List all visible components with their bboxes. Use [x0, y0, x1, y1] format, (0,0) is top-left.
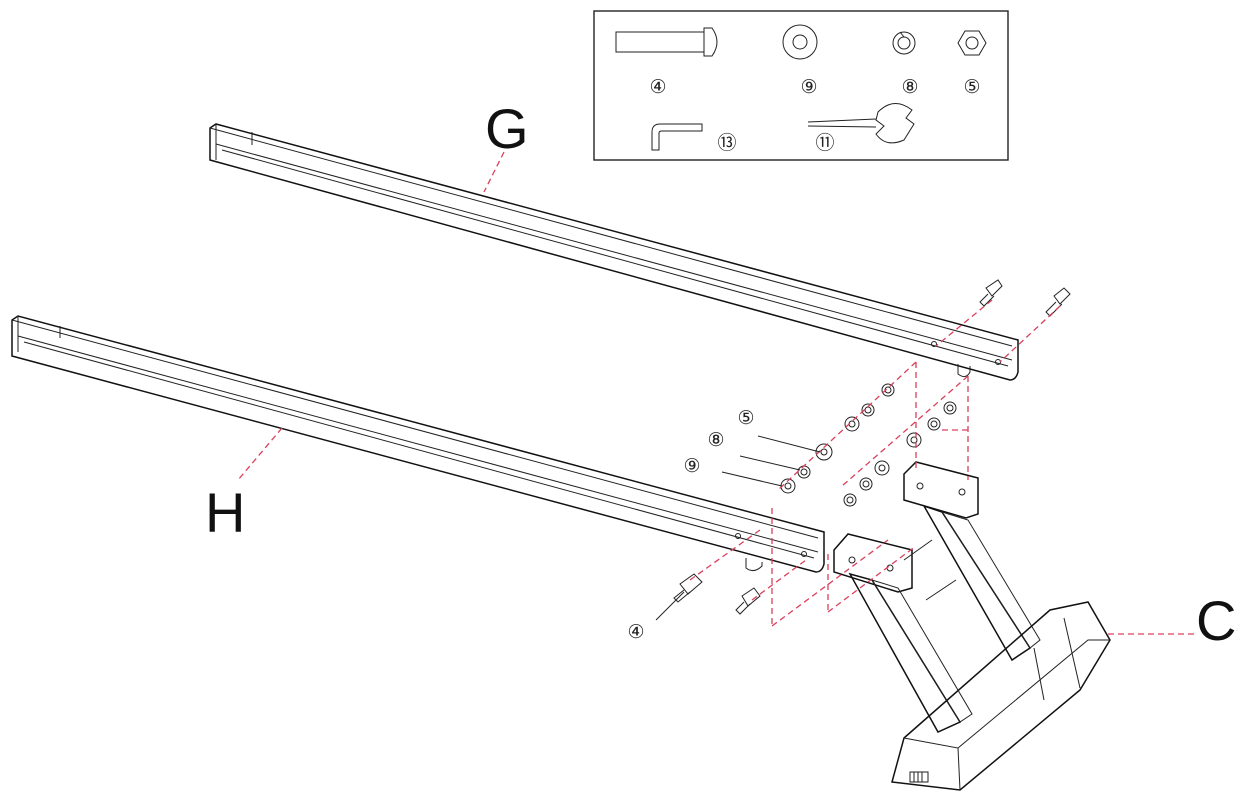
base-frame-c	[833, 461, 1111, 791]
callout-leaders	[655, 435, 821, 621]
callout-nut-number: ⑤	[737, 407, 754, 429]
part-label-c: C	[1196, 589, 1236, 652]
hex-nut-icon	[957, 30, 987, 56]
legend-allen-key-number: ⑬	[717, 132, 736, 154]
tube-g	[209, 123, 1019, 381]
callout-flat-washer-number: ⑨	[683, 455, 700, 477]
callout-spring-washer-number: ⑧	[707, 429, 724, 451]
legend-spanner-number: ⑪	[815, 132, 834, 154]
flat-washer-icon	[782, 24, 818, 60]
allen-key-icon	[651, 123, 703, 151]
exploded-hardware	[673, 279, 1071, 615]
legend-spring-washer-number: ⑧	[901, 76, 918, 98]
leader-lines	[237, 151, 1196, 635]
spanner-icon	[807, 103, 915, 144]
callout-bolt-number: ④	[627, 621, 644, 643]
bolt-icon	[615, 27, 718, 57]
hardware-legend: ④ ⑨ ⑧ ⑤ ⑬ ⑪	[593, 10, 1009, 161]
part-label-h: H	[205, 481, 245, 544]
spring-washer-icon	[892, 31, 916, 55]
part-label-g: G	[485, 97, 529, 160]
legend-flat-washer-number: ⑨	[800, 76, 817, 98]
legend-nut-number: ⑤	[963, 76, 980, 98]
legend-bolt-number: ④	[649, 76, 666, 98]
tube-h	[11, 315, 825, 573]
